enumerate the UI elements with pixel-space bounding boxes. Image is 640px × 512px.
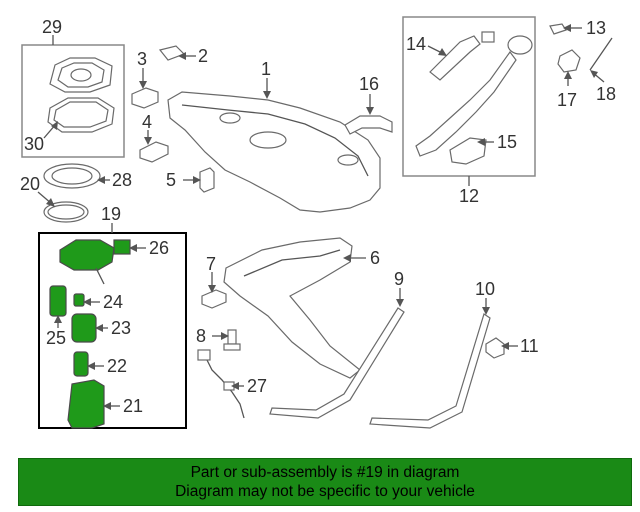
fuel-pump-flange-26 [59,239,115,271]
callout-28[interactable]: 28 [112,170,132,190]
callout-9[interactable]: 9 [394,269,404,289]
callout-13[interactable]: 13 [586,18,606,38]
hose-16-part [344,115,393,135]
pump-hose [95,267,105,285]
part-3-pad [131,87,159,109]
callout-6[interactable]: 6 [370,248,380,268]
pump-connector-26 [113,239,131,255]
part-4-pad [139,141,169,163]
callout-25[interactable]: 25 [46,328,66,348]
part-5-block [199,167,215,193]
lock-ring-28-inner-part [51,167,93,185]
fuel-filter-25 [49,285,67,317]
callout-2[interactable]: 2 [198,46,208,66]
filler-neck-part [415,50,517,157]
callout-15[interactable]: 15 [497,132,517,152]
group-box-29 [21,44,125,158]
part-8-bolt-head [223,343,241,351]
banner-line-1: Part or sub-assembly is #19 in diagram [190,464,460,481]
callout-16[interactable]: 16 [359,74,379,94]
part-18-rod [589,37,613,71]
harness-27-connector [197,349,211,361]
part-7-pad [201,289,227,309]
part-13-connector [549,23,567,35]
filler-hose-14-part [429,35,481,81]
callout-21[interactable]: 21 [123,396,143,416]
callout-27[interactable]: 27 [247,376,267,396]
callout-14[interactable]: 14 [406,34,426,54]
callout-5[interactable]: 5 [166,170,176,190]
callout-24[interactable]: 24 [103,292,123,312]
callout-18[interactable]: 18 [596,84,616,104]
fuel-tank-rim [181,104,369,177]
heat-shield-6-rib [243,249,341,277]
fuel-tank-part [167,91,381,213]
filler-cap-part [507,35,533,55]
callout-22[interactable]: 22 [107,356,127,376]
heat-shield-6-part [223,237,361,379]
fuel-tank-pump-opening [249,131,287,149]
part-2-clip [158,45,186,61]
callout-20[interactable]: 20 [20,174,40,194]
strap-10-part [369,313,491,429]
pump-reservoir-23 [71,313,97,343]
callout-30[interactable]: 30 [24,134,44,154]
pump-part-24 [73,293,85,307]
pump-housing-21 [67,379,105,429]
callout-7[interactable]: 7 [206,254,216,274]
part-8-bolt [227,329,237,345]
callout-17[interactable]: 17 [557,90,577,110]
part-11-nut [485,337,505,359]
pump-motor-22 [73,351,89,377]
o-ring-20-inner-part [47,204,85,220]
callout-8[interactable]: 8 [196,326,206,346]
fuel-tank-port [219,112,241,124]
banner-line-2: Diagram may not be specific to your vehi… [175,483,475,500]
callout-29[interactable]: 29 [42,17,62,37]
callout-1[interactable]: 1 [261,59,271,79]
callout-12[interactable]: 12 [459,186,479,206]
callout-3[interactable]: 3 [137,49,147,69]
callout-19[interactable]: 19 [101,204,121,224]
part-17-grommet [557,49,581,73]
callout-23[interactable]: 23 [111,318,131,338]
callout-26[interactable]: 26 [149,238,169,258]
callout-11[interactable]: 11 [520,336,539,356]
callout-10[interactable]: 10 [475,279,495,299]
filler-clamp-part [481,31,495,43]
filler-bracket-15-part [449,137,487,165]
info-banner: Part or sub-assembly is #19 in diagram D… [18,458,632,506]
callout-4[interactable]: 4 [142,112,152,132]
strap-9-part [269,307,405,419]
fuel-tank-port-2 [337,154,359,166]
arrowheads [46,24,598,410]
seal-cap-part [70,68,92,82]
